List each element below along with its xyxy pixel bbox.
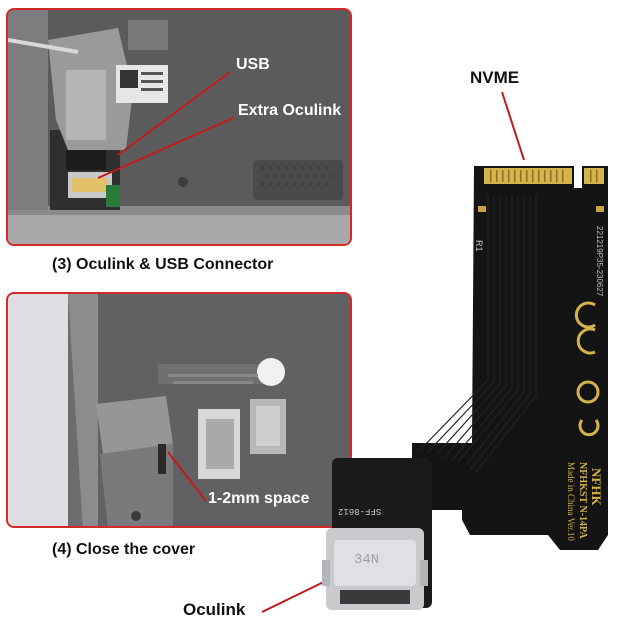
caption-oculink-usb-connector: (3) Oculink & USB Connector xyxy=(52,256,274,273)
gold-fingers-right xyxy=(584,168,604,184)
silk-port: 34N xyxy=(354,552,380,568)
pcb-body xyxy=(412,166,608,550)
callout-extra-oculink: Extra Oculink xyxy=(238,102,342,119)
silk-serial: 221219P35-230627 xyxy=(595,226,604,297)
silk-made: Made in China Ver.10 xyxy=(566,462,576,541)
silk-model: NFHKST N-14PA xyxy=(577,462,588,539)
laptop-side-illustration xyxy=(8,294,350,526)
photo-oculink-usb-connector: USB Extra Oculink xyxy=(6,8,352,246)
silk-sff: SFF-8612 xyxy=(338,506,382,516)
caption-close-cover: (4) Close the cover xyxy=(52,541,196,558)
photo-close-cover: 1-2mm space xyxy=(6,292,352,528)
silk-brand: NFHK xyxy=(589,468,604,506)
callout-oculink: Oculink xyxy=(183,600,246,619)
callout-lines-top xyxy=(97,71,234,179)
certification-marks xyxy=(574,301,600,437)
silk-r1: R1 xyxy=(474,240,484,252)
callout-line-space xyxy=(167,451,207,502)
callout-nvme: NVME xyxy=(470,68,520,87)
laptop-underside-illustration xyxy=(8,10,350,244)
callout-1-2mm-space: 1-2mm space xyxy=(208,490,310,507)
nvme-callout-line xyxy=(501,91,525,161)
callout-usb: USB xyxy=(236,56,270,73)
